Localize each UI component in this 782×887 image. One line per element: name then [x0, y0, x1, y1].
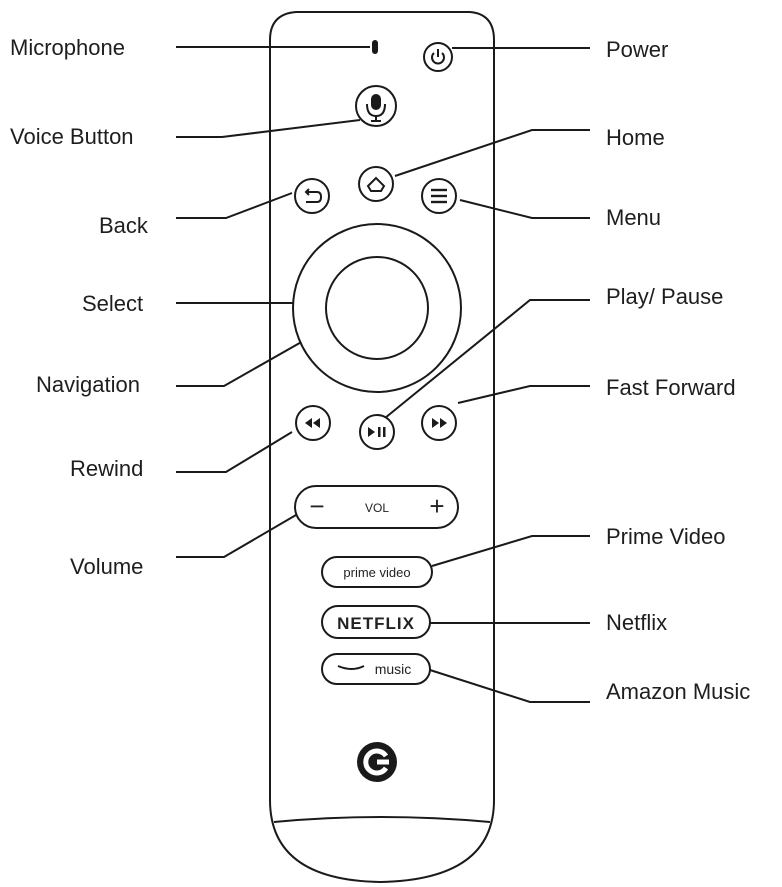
home-icon	[366, 176, 386, 192]
amazon-music-button-text: music	[375, 661, 412, 677]
volume-rocker[interactable]: − VOL +	[294, 485, 459, 529]
leader-amazon-music	[429, 669, 590, 703]
label-navigation: Navigation	[36, 372, 140, 397]
menu-button[interactable]	[421, 178, 457, 214]
label-rewind: Rewind	[70, 456, 144, 481]
label-fast-forward: Fast Forward	[606, 375, 736, 400]
label-select: Select	[82, 291, 144, 316]
microphone-icon	[366, 94, 386, 122]
leader-navigation	[176, 335, 313, 387]
home-button[interactable]	[358, 166, 394, 202]
netflix-button-text: NETFLIX	[337, 614, 415, 633]
power-icon	[431, 49, 445, 65]
leader-back	[176, 192, 293, 219]
brand-logo	[357, 742, 397, 782]
leader-rewind	[176, 431, 293, 473]
label-microphone: Microphone	[10, 35, 125, 60]
volume-minus[interactable]: −	[309, 491, 324, 521]
prime-video-button-text: prime video	[343, 565, 410, 580]
label-back: Back	[99, 213, 148, 238]
voice-button[interactable]	[355, 85, 397, 127]
leader-prime-video	[431, 535, 590, 567]
volume-label: VOL	[365, 501, 389, 515]
label-voice-button: Voice Button	[10, 124, 134, 149]
play-pause-button[interactable]	[359, 414, 395, 450]
microphone-slot	[372, 40, 378, 54]
volume-plus[interactable]: +	[429, 491, 444, 521]
amazon-music-button[interactable]: music	[321, 653, 431, 685]
label-volume: Volume	[70, 554, 144, 579]
fast-forward-icon	[432, 418, 447, 428]
rewind-button[interactable]	[295, 405, 331, 441]
fast-forward-button[interactable]	[421, 405, 457, 441]
prime-video-button[interactable]: prime video	[321, 556, 433, 588]
leader-home	[394, 129, 590, 177]
label-amazon-music: Amazon Music	[606, 679, 751, 704]
leader-menu	[459, 199, 590, 219]
select-button[interactable]	[325, 256, 429, 360]
label-menu: Menu	[606, 205, 662, 230]
play-pause-icon	[368, 427, 386, 437]
remote-bottom-cap	[273, 816, 491, 823]
amazon-smile-icon	[337, 665, 365, 670]
label-netflix: Netflix	[606, 610, 668, 635]
menu-icon	[431, 188, 447, 204]
power-button[interactable]	[423, 42, 453, 72]
label-prime-video: Prime Video	[606, 524, 726, 549]
label-play-pause: Play/ Pause	[606, 284, 724, 309]
netflix-button[interactable]: NETFLIX	[321, 605, 431, 639]
back-icon	[304, 188, 323, 203]
rewind-icon	[305, 418, 320, 428]
label-power: Power	[606, 37, 669, 62]
back-button[interactable]	[294, 178, 330, 214]
label-home: Home	[606, 125, 665, 150]
leader-volume	[176, 514, 297, 558]
remote-body	[269, 11, 495, 884]
leader-voice	[176, 119, 361, 138]
leader-fast-forward	[457, 385, 590, 404]
leader-play-pause	[384, 299, 590, 419]
